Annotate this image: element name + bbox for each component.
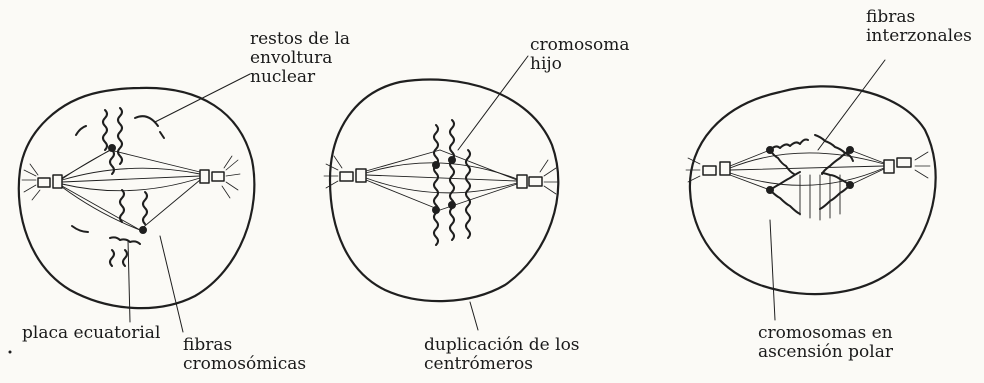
centriole-left	[38, 175, 62, 188]
label-fibras-interzonales: fibras interzonales	[866, 8, 972, 46]
label-fibras-cromosomicas: fibras cromosómicas	[183, 336, 306, 374]
cell-membrane	[19, 88, 255, 308]
label-line: restos de la	[250, 30, 350, 49]
leader-lines-cell2	[458, 56, 528, 330]
label-line: centrómeros	[424, 355, 580, 374]
centriole-right	[517, 175, 542, 188]
chromosomes-metaphase	[103, 108, 147, 266]
label-restos-envoltura: restos de la envoltura nuclear	[250, 30, 350, 87]
centriole-right	[200, 170, 224, 183]
centriole-left	[703, 162, 730, 175]
cell-anaphase	[686, 60, 936, 320]
label-duplicacion-centromeros: duplicación de los centrómeros	[424, 336, 580, 374]
cell-membrane	[690, 86, 936, 294]
centriole-left	[340, 169, 366, 182]
aster-rays	[22, 156, 240, 200]
label-line: interzonales	[866, 27, 972, 46]
label-line: ascensión polar	[758, 343, 893, 362]
label-cromosoma-hijo: cromosoma hijo	[530, 36, 629, 74]
label-line: cromosoma	[530, 36, 629, 55]
centriole-right	[884, 158, 911, 173]
label-line: nuclear	[250, 68, 350, 87]
cell-membrane	[330, 80, 558, 302]
label-line: fibras	[183, 336, 306, 355]
cell-metaphase	[9, 74, 255, 354]
spindle-fibers	[366, 150, 517, 210]
chromosomes-duplication	[433, 120, 470, 245]
label-cromosomas-ascension: cromosomas en ascensión polar	[758, 324, 893, 362]
spindle-fibers	[62, 148, 200, 232]
cell-anaphase-start	[324, 56, 558, 330]
leader-lines-cell3	[770, 60, 885, 320]
label-line: envoltura	[250, 49, 350, 68]
label-line: cromosómicas	[183, 355, 306, 374]
label-line: duplicación de los	[424, 336, 580, 355]
label-line: fibras	[866, 8, 972, 27]
ink-dot	[9, 351, 12, 354]
spindle-fibers	[730, 150, 884, 220]
label-line: cromosomas en	[758, 324, 893, 343]
label-line: placa ecuatorial	[22, 324, 160, 343]
label-placa-ecuatorial: placa ecuatorial	[22, 324, 160, 343]
label-line: hijo	[530, 55, 629, 74]
leader-lines-cell1	[128, 74, 250, 332]
